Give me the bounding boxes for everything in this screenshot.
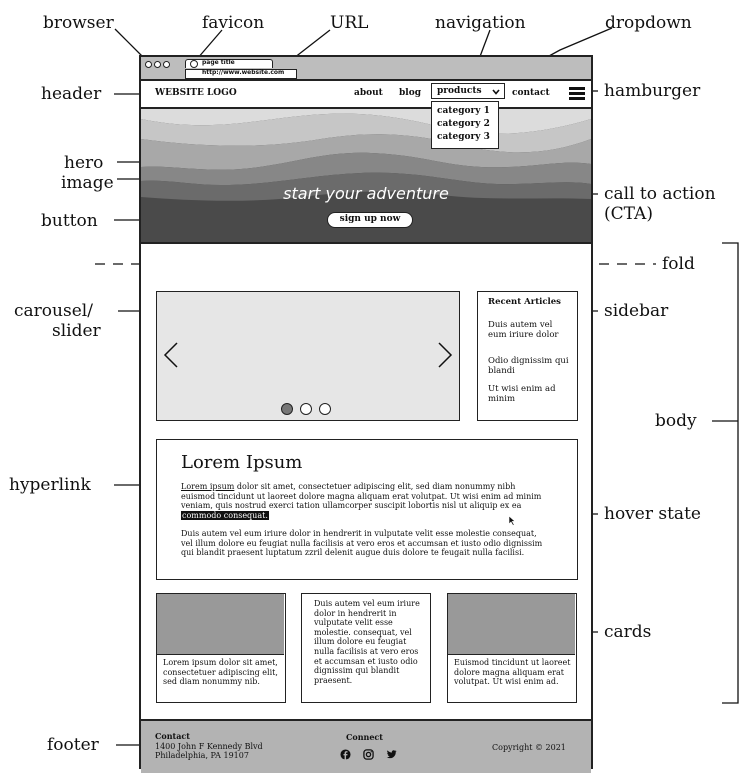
- label-hero-1: hero: [64, 153, 104, 173]
- label-sidebar: sidebar: [604, 301, 669, 321]
- label-fold: fold: [662, 254, 695, 274]
- label-cta-1: call to action: [604, 184, 716, 204]
- hero-image: start your adventure sign up now: [141, 109, 591, 242]
- article-paragraph-1: Lorem ipsum dolor sit amet, consectetuer…: [181, 482, 546, 521]
- products-dropdown-menu: category 1 category 2 category 3: [431, 101, 499, 149]
- nav-blog[interactable]: blog: [399, 88, 422, 98]
- site-footer: Contact 1400 John F Kennedy Blvd Philade…: [141, 719, 591, 773]
- card-3-image: [448, 594, 575, 655]
- hyperlink[interactable]: Lorem ipsum: [181, 482, 235, 491]
- chevron-right-icon[interactable]: [437, 342, 453, 368]
- call-to-action-text: start your adventure: [283, 184, 449, 203]
- footer-copyright: Copyright © 2021: [492, 743, 566, 752]
- cursor-icon: [509, 516, 516, 526]
- nav-contact[interactable]: contact: [512, 88, 550, 98]
- label-cta-2: (CTA): [604, 204, 653, 224]
- hamburger-menu-icon[interactable]: [569, 87, 585, 100]
- nav-products-dropdown[interactable]: products: [431, 83, 505, 99]
- dropdown-item-category-3[interactable]: category 3: [437, 132, 490, 142]
- label-url: URL: [330, 13, 369, 33]
- website-logo[interactable]: WEBSITE LOGO: [155, 88, 237, 98]
- hover-state-link[interactable]: commodo consequat.: [181, 511, 269, 521]
- sidebar: Recent Articles Duis autem vel eum iriur…: [477, 291, 578, 421]
- label-carousel-1: carousel/: [14, 301, 93, 321]
- url-text: http://www.website.com: [202, 69, 285, 76]
- card-2-text: Duis autem vel eum iriure dolor in hendr…: [314, 599, 420, 685]
- window-maximize-dot[interactable]: [163, 61, 170, 68]
- label-footer: footer: [47, 735, 99, 755]
- tab-title: page title: [202, 59, 235, 66]
- card-3-text: Euismod tincidunt ut laoreet dolore magn…: [454, 658, 571, 687]
- twitter-icon[interactable]: [386, 749, 397, 760]
- card-1-image: [157, 594, 284, 655]
- sign-up-button[interactable]: sign up now: [327, 212, 413, 228]
- nav-products-label: products: [437, 86, 482, 96]
- footer-address-line-1: 1400 John F Kennedy Blvd: [155, 742, 263, 751]
- chevron-left-icon[interactable]: [163, 342, 179, 368]
- label-hamburger: hamburger: [604, 81, 701, 101]
- browser-tab[interactable]: page title: [185, 59, 273, 68]
- card-1[interactable]: Lorem ipsum dolor sit amet, consectetuer…: [156, 593, 286, 703]
- nav-about[interactable]: about: [354, 88, 383, 98]
- label-hero-2: image: [61, 173, 114, 193]
- dropdown-item-category-2[interactable]: category 2: [437, 119, 490, 129]
- paragraph-1-text: dolor sit amet, consectetuer adipiscing …: [181, 482, 542, 511]
- carousel-slider[interactable]: [156, 291, 460, 421]
- facebook-icon[interactable]: [340, 749, 351, 760]
- window-close-dot[interactable]: [145, 61, 152, 68]
- dropdown-item-category-1[interactable]: category 1: [437, 106, 490, 116]
- footer-connect-heading: Connect: [346, 732, 383, 742]
- label-button: button: [41, 211, 98, 231]
- label-header: header: [41, 84, 102, 104]
- carousel-dot-1[interactable]: [281, 403, 293, 415]
- label-dropdown: dropdown: [605, 13, 692, 33]
- label-hyperlink: hyperlink: [9, 475, 91, 495]
- footer-address-line-2: Philadelphia, PA 19107: [155, 751, 249, 760]
- carousel-dot-3[interactable]: [319, 403, 331, 415]
- article-paragraph-2: Duis autem vel eum iriure dolor in hendr…: [181, 529, 543, 558]
- sidebar-article-1[interactable]: Duis autem vel eum iriure dolor: [488, 320, 559, 340]
- footer-contact-heading: Contact: [155, 731, 190, 741]
- browser-chrome: page title http://www.website.com: [141, 57, 591, 81]
- sidebar-article-3[interactable]: Ut wisi enim ad minim: [488, 384, 556, 404]
- article: Lorem Ipsum Lorem ipsum dolor sit amet, …: [156, 439, 578, 580]
- favicon-icon: [190, 60, 198, 68]
- label-carousel-2: slider: [52, 321, 101, 341]
- site-header: WEBSITE LOGO about blog products contact: [141, 81, 591, 109]
- instagram-icon[interactable]: [363, 749, 374, 760]
- card-2[interactable]: Duis autem vel eum iriure dolor in hendr…: [301, 593, 431, 703]
- sidebar-article-2[interactable]: Odio dignissim qui blandi: [488, 356, 569, 376]
- sidebar-heading: Recent Articles: [488, 297, 561, 307]
- card-3[interactable]: Euismod tincidunt ut laoreet dolore magn…: [447, 593, 577, 703]
- label-cards: cards: [604, 622, 652, 642]
- label-browser: browser: [43, 13, 114, 33]
- browser-window: page title http://www.website.com WEBSIT…: [139, 55, 593, 773]
- hero-bottom-border: [141, 242, 591, 244]
- label-favicon: favicon: [202, 13, 265, 33]
- card-1-text: Lorem ipsum dolor sit amet, consectetuer…: [163, 658, 278, 687]
- chevron-down-icon: [492, 89, 500, 95]
- label-hover-state: hover state: [604, 504, 701, 524]
- label-body: body: [655, 411, 697, 431]
- article-title: Lorem Ipsum: [181, 452, 303, 473]
- carousel-dot-2[interactable]: [300, 403, 312, 415]
- window-minimize-dot[interactable]: [154, 61, 161, 68]
- label-navigation: navigation: [435, 13, 526, 33]
- url-bar[interactable]: http://www.website.com: [185, 69, 297, 79]
